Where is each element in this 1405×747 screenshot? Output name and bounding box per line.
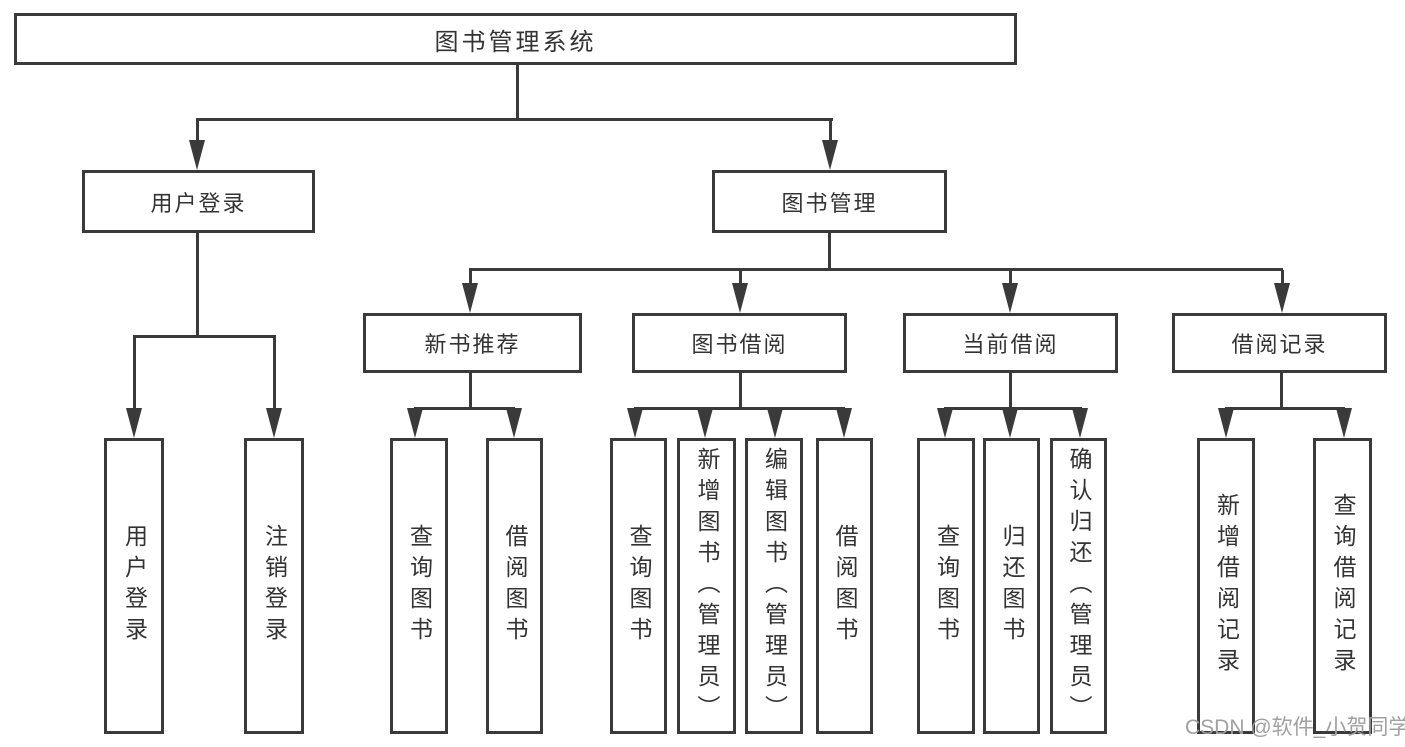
node-label: 查询图书 bbox=[933, 524, 960, 648]
leaf-add-books-admin: 新增图书（管理员） bbox=[677, 438, 736, 734]
node-label: 新增图书（管理员） bbox=[694, 446, 720, 726]
leaf-return-books: 归还图书 bbox=[983, 438, 1040, 734]
connector-userlogin-rail bbox=[133, 335, 276, 338]
node-label: 当前借阅 bbox=[962, 332, 1059, 357]
arrow-down-icon bbox=[767, 408, 783, 438]
arrow-down-icon bbox=[627, 408, 643, 438]
node-label: 确认归还（管理员） bbox=[1066, 446, 1092, 726]
node-label: 图书管理 bbox=[781, 190, 878, 216]
connector-drop bbox=[273, 337, 276, 410]
connector-stem bbox=[1009, 373, 1012, 409]
node-borrow-records: 借阅记录 bbox=[1172, 313, 1387, 373]
arrow-down-icon bbox=[822, 140, 838, 170]
arrow-down-icon bbox=[1002, 408, 1018, 438]
arrow-down-icon bbox=[697, 408, 713, 438]
node-label: 归还图书 bbox=[999, 524, 1025, 648]
connector-userlogin-stem bbox=[196, 233, 199, 338]
leaf-logout: 注销登录 bbox=[244, 438, 304, 734]
connector-bookmgmt-stem bbox=[828, 233, 831, 271]
connector-drop-book-mgmt bbox=[829, 120, 832, 145]
csdn-watermark: CSDN @软件_小贺同学 bbox=[1185, 716, 1405, 739]
node-label: 查询图书 bbox=[626, 524, 652, 648]
leaf-query-books-borrow: 查询图书 bbox=[610, 438, 667, 734]
leaf-borrow-books: 借阅图书 bbox=[816, 438, 873, 734]
arrow-down-icon bbox=[189, 140, 205, 170]
node-label: 新书推荐 bbox=[424, 332, 521, 357]
connector-drop bbox=[133, 337, 136, 410]
connector-drop bbox=[1009, 270, 1012, 286]
connector-rail bbox=[1225, 407, 1345, 410]
node-user-login: 用户登录 bbox=[82, 170, 315, 233]
connector-drop bbox=[1281, 270, 1284, 286]
connector-drop bbox=[739, 270, 742, 286]
arrow-down-icon bbox=[732, 283, 748, 313]
node-label: 编辑图书（管理员） bbox=[761, 446, 788, 726]
node-label: 注销登录 bbox=[261, 524, 288, 648]
node-label: 新增借阅记录 bbox=[1213, 493, 1240, 679]
node-label: 查询图书 bbox=[406, 524, 433, 648]
connector-stem bbox=[469, 373, 472, 409]
arrow-down-icon bbox=[407, 408, 423, 438]
connector-drop-user-login bbox=[196, 120, 199, 145]
arrow-down-icon bbox=[462, 283, 478, 313]
connector-root-rail bbox=[196, 118, 833, 121]
leaf-user-login: 用户登录 bbox=[104, 438, 164, 734]
node-label: 借阅图书 bbox=[832, 524, 858, 648]
node-label: 查询借阅记录 bbox=[1330, 493, 1356, 679]
leaf-add-borrow-record: 新增借阅记录 bbox=[1197, 438, 1255, 734]
connector-rail bbox=[414, 407, 515, 410]
arrow-down-icon bbox=[1002, 283, 1018, 313]
node-label: 用户登录 bbox=[121, 524, 148, 648]
node-label: 借阅图书 bbox=[502, 524, 528, 648]
node-root-library-system: 图书管理系统 bbox=[14, 13, 1017, 65]
arrow-down-icon bbox=[506, 408, 522, 438]
node-book-management: 图书管理 bbox=[712, 170, 947, 233]
connector-drop bbox=[469, 270, 472, 286]
arrow-down-icon bbox=[1336, 408, 1352, 438]
arrow-down-icon bbox=[266, 408, 282, 438]
connector-rail bbox=[634, 407, 845, 410]
leaf-query-books-current: 查询图书 bbox=[917, 438, 975, 734]
arrow-down-icon bbox=[126, 408, 142, 438]
node-book-borrow: 图书借阅 bbox=[632, 313, 847, 373]
node-new-book-recommend: 新书推荐 bbox=[363, 313, 582, 373]
arrow-down-icon bbox=[937, 408, 953, 438]
node-label: 图书管理系统 bbox=[434, 28, 597, 56]
arrow-down-icon bbox=[1274, 283, 1290, 313]
leaf-borrow-books-recommend: 借阅图书 bbox=[486, 438, 543, 734]
leaf-query-borrow-record: 查询借阅记录 bbox=[1313, 438, 1372, 734]
leaf-edit-books-admin: 编辑图书（管理员） bbox=[745, 438, 803, 734]
node-label: 借阅记录 bbox=[1231, 332, 1328, 357]
arrow-down-icon bbox=[1218, 408, 1234, 438]
connector-stem bbox=[1280, 373, 1283, 409]
arrow-down-icon bbox=[836, 408, 852, 438]
connector-root-stem bbox=[516, 65, 519, 121]
node-label: 图书借阅 bbox=[691, 332, 788, 357]
connector-stem bbox=[739, 373, 742, 409]
node-label: 用户登录 bbox=[150, 190, 247, 216]
node-current-borrow: 当前借阅 bbox=[903, 313, 1118, 373]
leaf-confirm-return-admin: 确认归还（管理员） bbox=[1050, 438, 1107, 734]
arrow-down-icon bbox=[1072, 408, 1088, 438]
leaf-query-books-recommend: 查询图书 bbox=[390, 438, 448, 734]
connector-bookmgmt-rail bbox=[469, 268, 1283, 271]
